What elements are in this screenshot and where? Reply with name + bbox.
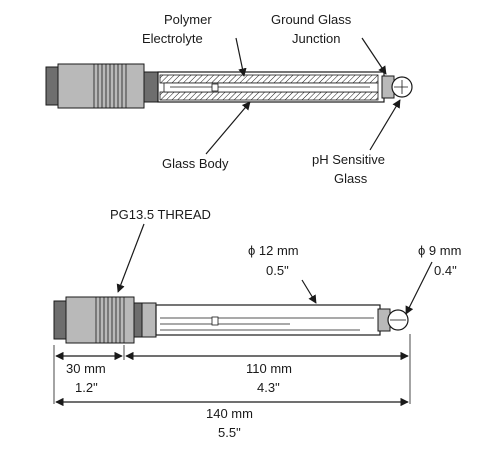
label-ground-glass: Ground Glass (271, 12, 352, 27)
thread-ridges-2 (95, 297, 125, 343)
glass-body-2 (155, 304, 381, 336)
label-dim110-mm: 110 mm (246, 361, 292, 376)
thread-ridges (93, 64, 127, 108)
ring-2 (133, 302, 143, 338)
label-dim30-mm: 30 mm (66, 361, 106, 376)
label-electrolyte: Electrolyte (142, 31, 203, 46)
label-dim140-mm: 140 mm (206, 406, 253, 421)
polymer-electrolyte-lower (159, 91, 379, 101)
label-dia12-in: 0.5" (266, 263, 289, 278)
label-dim140-in: 5.5" (218, 425, 241, 440)
label-dia9-in: 0.4" (434, 263, 457, 278)
label-thread: PG13.5 THREAD (110, 207, 211, 222)
leader-dia9 (405, 261, 433, 315)
leader-dia12 (301, 279, 317, 304)
label-ph-sensitive: pH Sensitive (312, 152, 385, 167)
label-dia12-mm: ϕ 12 mm (248, 243, 299, 258)
label-dim30-in: 1.2" (75, 380, 98, 395)
collar-2 (141, 302, 157, 338)
inner-tube (163, 82, 379, 93)
inner-element (211, 83, 219, 92)
label-dia9-mm: ϕ 9 mm (418, 243, 461, 258)
sectional-electrode (45, 63, 413, 109)
inner-element-2 (211, 316, 219, 326)
leader-junction (361, 37, 387, 75)
thread-head (57, 63, 145, 109)
leader-ph-glass (369, 99, 401, 151)
thread-cap-end-2 (53, 300, 67, 340)
bulb-inner-mark (394, 80, 408, 94)
collar (143, 71, 159, 103)
dimensioned-electrode (53, 296, 409, 344)
polymer-electrolyte-upper (159, 74, 379, 84)
leader-glass-body (205, 101, 251, 155)
label-glass-body: Glass Body (162, 156, 229, 171)
label-ph-glass: Glass (334, 171, 368, 186)
label-polymer: Polymer (164, 12, 212, 27)
leader-thread (116, 223, 145, 293)
label-junction: Junction (292, 31, 340, 46)
thread-cap-end (45, 66, 59, 106)
label-dim110-in: 4.3" (257, 380, 280, 395)
leader-polymer (235, 37, 247, 77)
